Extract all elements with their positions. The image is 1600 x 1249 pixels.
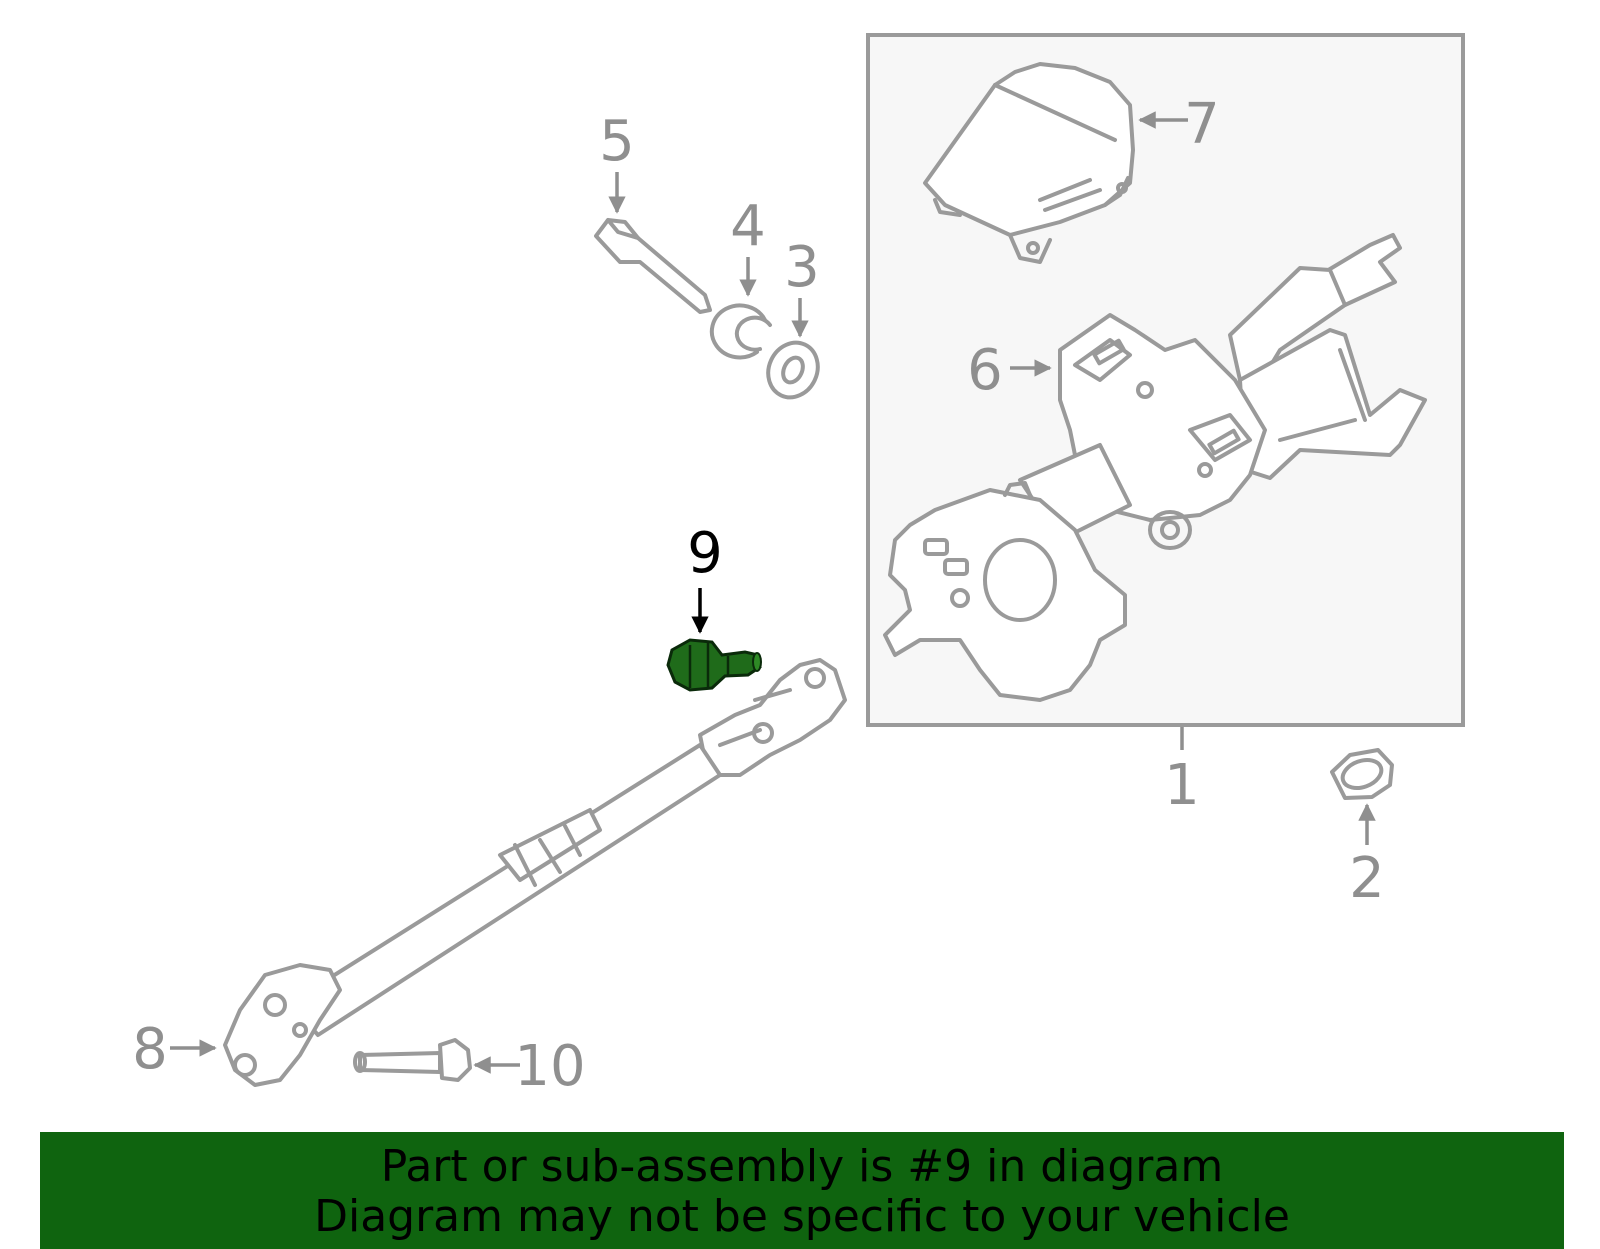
part-5-bolt xyxy=(594,218,712,314)
banner-line-1: Part or sub-assembly is #9 in diagram xyxy=(380,1141,1224,1192)
part-8-intermediate-shaft xyxy=(223,658,847,1087)
callout-9: 9 xyxy=(687,521,723,586)
part-4-clip xyxy=(709,303,772,360)
callout-8: 8 xyxy=(132,1017,168,1082)
part-7-cover xyxy=(923,62,1135,264)
part-3-washer xyxy=(766,340,820,400)
callout-10: 10 xyxy=(514,1034,585,1099)
callout-6: 6 xyxy=(967,338,1003,403)
callout-2: 2 xyxy=(1349,846,1385,911)
callout-5: 5 xyxy=(599,109,635,174)
part-9-highlighted-bolt xyxy=(666,638,762,692)
banner-line-2: Diagram may not be specific to your vehi… xyxy=(314,1191,1290,1242)
part-6-column xyxy=(883,233,1427,702)
part-2-nut xyxy=(1330,748,1394,800)
info-banner: Part or sub-assembly is #9 in diagram Di… xyxy=(40,1132,1564,1249)
callout-7: 7 xyxy=(1184,92,1220,157)
callout-4: 4 xyxy=(730,194,766,259)
part-10-bolt xyxy=(353,1038,472,1082)
callout-1: 1 xyxy=(1164,753,1200,818)
callout-3: 3 xyxy=(784,235,820,300)
